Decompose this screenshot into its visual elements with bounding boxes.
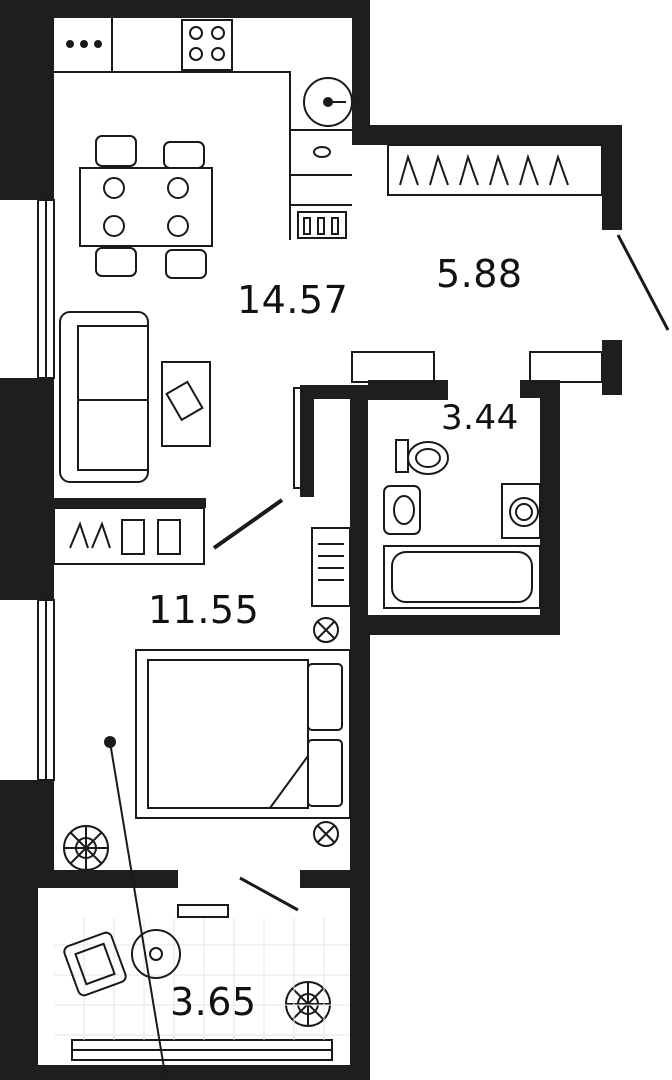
tv-icon bbox=[293, 387, 303, 489]
radiator-icon bbox=[311, 527, 351, 847]
room-area-hallway: 5.88 bbox=[436, 252, 523, 296]
door-swings bbox=[239, 876, 299, 912]
room-area-bathroom: 3.44 bbox=[441, 398, 519, 438]
pendant-light bbox=[104, 736, 167, 1080]
washing-machine-icon bbox=[501, 483, 541, 539]
sink-icon bbox=[297, 77, 353, 239]
room-area-kitchen: 14.57 bbox=[237, 278, 349, 322]
walls bbox=[0, 0, 622, 1080]
room-area-balcony: 3.65 bbox=[170, 980, 257, 1024]
dining-table-icon bbox=[79, 135, 213, 279]
hanger-icon bbox=[53, 498, 284, 565]
windows bbox=[37, 199, 333, 1061]
toilet-icon bbox=[395, 439, 449, 475]
armchair-icon bbox=[63, 929, 181, 997]
bathtub-icon bbox=[383, 545, 541, 609]
kitchen-counter bbox=[54, 18, 352, 240]
room-area-bedroom: 11.55 bbox=[148, 588, 260, 632]
stove-icon bbox=[181, 19, 233, 71]
hall-wardrobe bbox=[351, 144, 670, 383]
sink-icon-bath bbox=[383, 485, 421, 535]
plant-icon bbox=[63, 825, 331, 1027]
sofa-icon bbox=[59, 311, 211, 483]
bed-icon bbox=[135, 649, 351, 819]
